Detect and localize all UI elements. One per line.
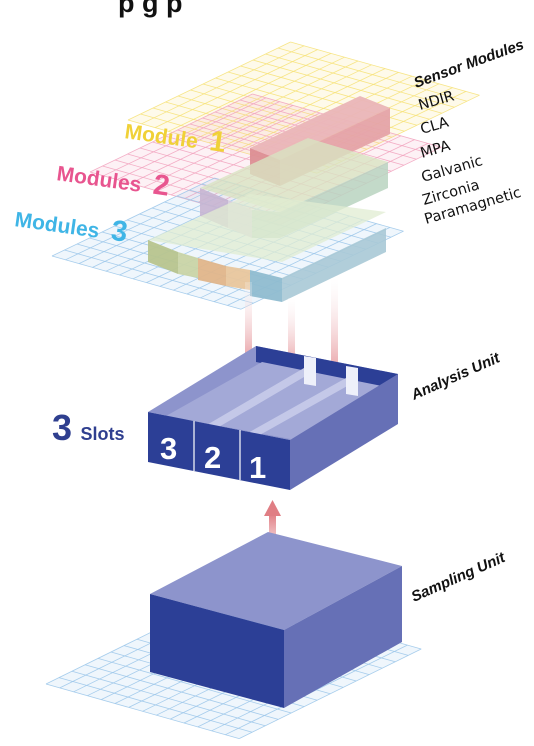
grid-line (51, 177, 215, 257)
module-3-label-text: Modules (13, 208, 101, 243)
svg-text:Modules 3: Modules 3 (13, 201, 130, 248)
grid-line (222, 68, 386, 147)
slots-count: 3 (52, 407, 72, 448)
grid-line (239, 648, 422, 739)
module-3-label: Modules 3 (13, 201, 130, 249)
page-title: p g p (118, 0, 182, 18)
grid-line (195, 60, 359, 140)
grid-line (127, 41, 291, 121)
module-3-label-number: 3 (109, 215, 129, 249)
grid-line (89, 93, 253, 173)
grid-line (143, 108, 307, 188)
slot-1-label: 1 (249, 450, 266, 485)
grid-line (141, 45, 305, 125)
sensor-modules-header: Sensor Modules (412, 36, 527, 92)
sampling-unit-label: Sampling Unit (409, 549, 509, 606)
grid-line (225, 644, 408, 736)
grid-line (235, 72, 399, 151)
grid-line (130, 105, 294, 184)
analysis-unit-box (148, 346, 398, 490)
slot-2-label: 2 (204, 440, 221, 475)
grid-line (208, 64, 372, 144)
module-3-blocks (148, 194, 386, 302)
analysis-unit-label: Analysis Unit (408, 349, 504, 404)
slot-3-label: 3 (160, 431, 177, 466)
grid-line (157, 112, 321, 192)
grid-line (154, 49, 318, 128)
slots-text: Slots (80, 424, 124, 444)
grid-line (181, 56, 345, 136)
slots-label: 3 Slots (52, 407, 125, 448)
grid-line (213, 223, 377, 302)
sampling-unit-box (150, 532, 402, 708)
module-1-label-number: 1 (208, 125, 228, 159)
sensor-item-mpa: MPA (419, 138, 453, 162)
grid-line (116, 101, 280, 180)
grid-line (168, 53, 332, 132)
sensor-item-cla: CLA (419, 115, 451, 138)
module-2-label-number: 2 (151, 169, 171, 203)
grid-line (103, 97, 267, 177)
